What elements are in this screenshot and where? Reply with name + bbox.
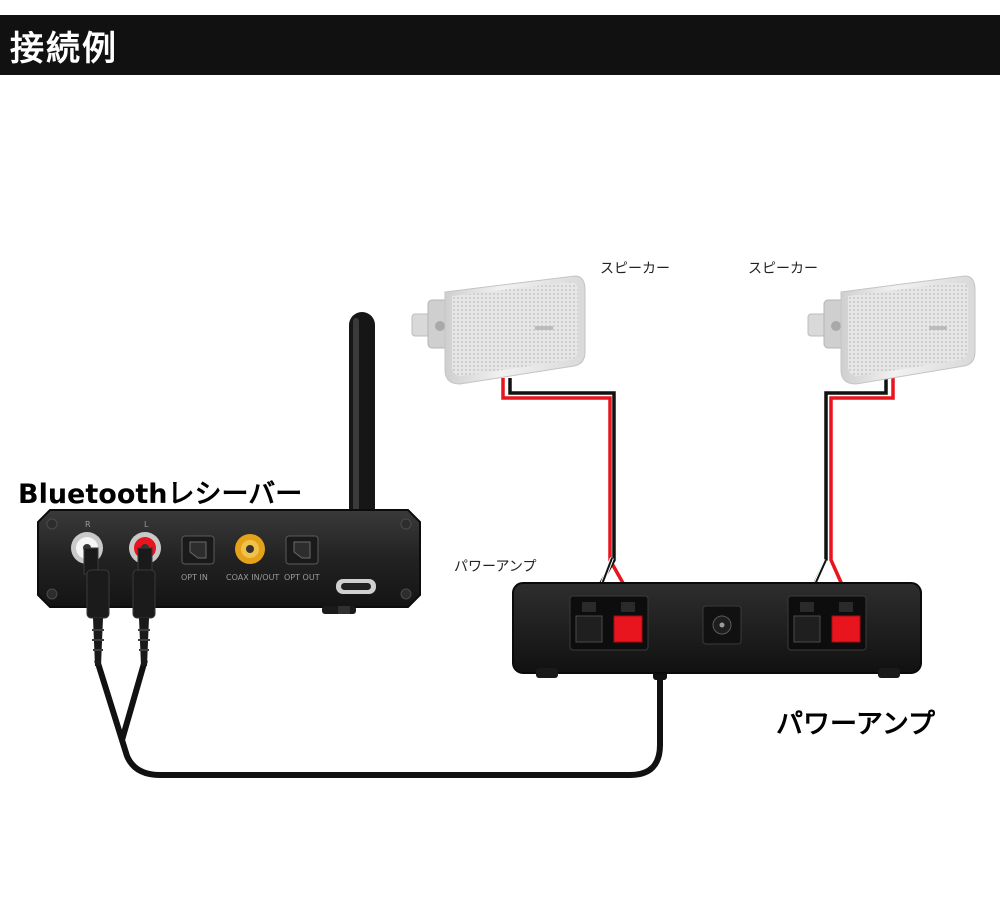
amplifier-label: パワーアンプ (776, 709, 936, 740)
port-label-l: L (144, 520, 149, 529)
speaker-left-label: スピーカー (600, 261, 670, 277)
amp-terminal-right (787, 595, 867, 651)
receiver-label: Bluetoothレシーバー (18, 479, 303, 510)
title-bar: 接続例 (0, 15, 1000, 75)
amp-terminal-left (569, 595, 649, 651)
dc-power-jack (702, 605, 742, 645)
coax-port (235, 534, 265, 564)
speaker-right-label: スピーカー (748, 261, 818, 277)
optical-in-port (181, 535, 215, 565)
port-label-opt-out: OPT OUT (284, 573, 320, 582)
optical-out-port (285, 535, 319, 565)
speaker-right (807, 275, 976, 385)
speaker-right-wire (806, 378, 895, 601)
amplifier-small-label: パワーアンプ (454, 559, 537, 575)
rca-plug-white (83, 547, 110, 666)
usb-c-port (336, 579, 376, 594)
page-title: 接続例 (10, 29, 118, 69)
port-label-coax: COAX IN/OUT (226, 573, 279, 582)
audio-cable (94, 659, 667, 778)
port-label-r: R (85, 520, 91, 529)
port-label-opt-in: OPT IN (181, 573, 208, 582)
rca-plug-red (132, 547, 156, 666)
speaker-left-wire (501, 378, 630, 601)
speaker-left (411, 275, 586, 385)
